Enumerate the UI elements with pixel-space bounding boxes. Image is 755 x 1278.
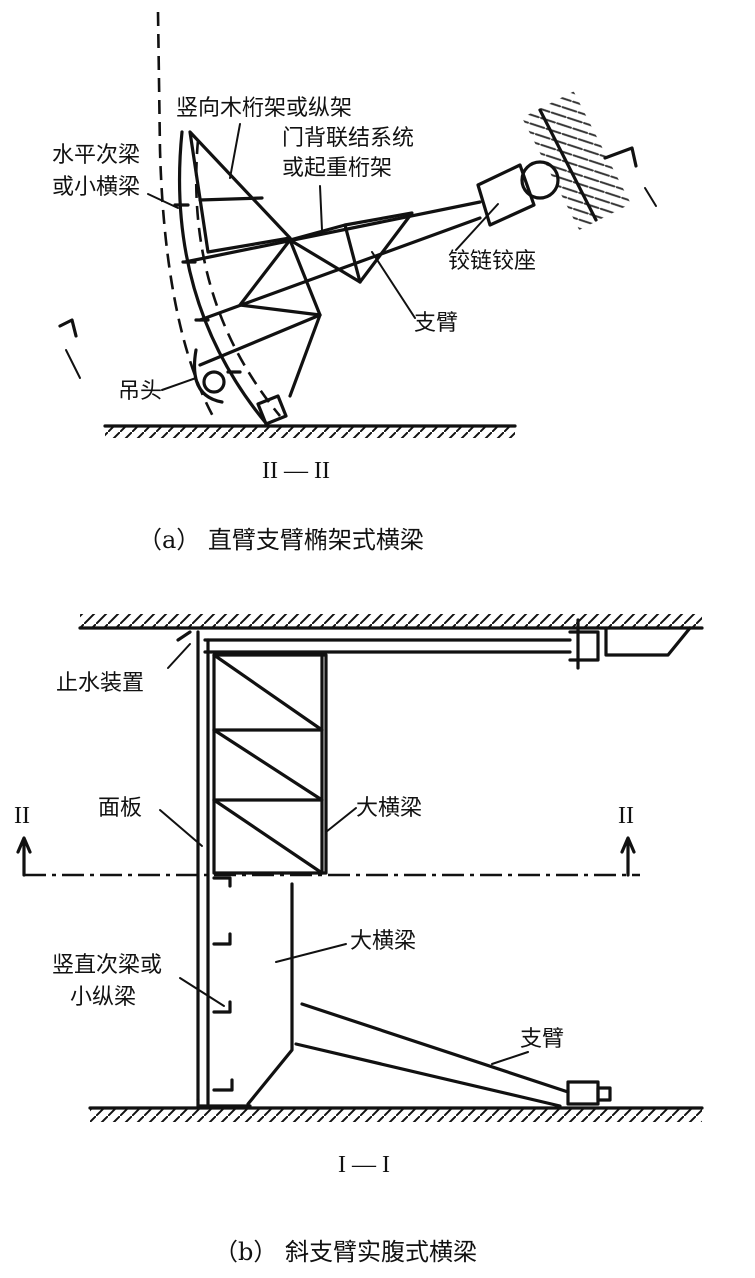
- section-label-a: II — II: [262, 458, 330, 484]
- straight-arm-a: [183, 163, 536, 322]
- label-door-back-2: 或起重桁架: [282, 156, 392, 181]
- label-arm-b: 支臂: [520, 1027, 564, 1052]
- label-door-back-1: 门背联结系统: [282, 126, 414, 151]
- label-vertical-beam-2: 小纵梁: [70, 985, 136, 1010]
- hinge-a: [520, 91, 631, 231]
- upper-truss-b: [212, 653, 328, 875]
- vertical-truss-a: [188, 130, 292, 254]
- label-horizontal-beam-1: 水平次梁: [52, 143, 140, 168]
- section-marker-right-a: [603, 146, 638, 168]
- diagram-a: 竖向木桁架或纵架 门背联结系统 或起重桁架 水平次梁 或小横梁 铰链铰座 支臂 …: [52, 11, 657, 554]
- vertical-secondary-hooks: [212, 876, 234, 1092]
- horizontal-beam-ticks: [173, 203, 210, 322]
- label-big-beam-upper: 大横梁: [356, 796, 422, 821]
- label-seal: 止水装置: [56, 671, 144, 696]
- label-vertical-beam-1: 竖直次梁或: [52, 953, 162, 978]
- label-big-beam-lower: 大横梁: [350, 929, 416, 954]
- face-plate-b: [196, 630, 252, 1108]
- ceiling-b: [78, 614, 704, 630]
- caption-a: （a） 直臂支臂椭架式横梁: [138, 526, 424, 554]
- lower-web-beam-b: [246, 882, 612, 1108]
- ground-a: [103, 424, 517, 438]
- section-mark-right-b: II: [618, 803, 634, 829]
- seal-corner-b: [176, 630, 192, 642]
- section-label-b: I — I: [338, 1152, 390, 1178]
- ground-b: [88, 1106, 704, 1122]
- top-arm-b: [203, 618, 692, 670]
- section-mark-left-b: II: [14, 803, 30, 829]
- lower-truss-a: [198, 211, 414, 398]
- label-arm-a: 支臂: [414, 311, 458, 336]
- label-vertical-truss: 竖向木桁架或纵架: [176, 96, 352, 121]
- diagram-b: 止水装置 面板 大横梁 大横梁 竖直次梁或 小纵梁 支臂 II II I — I…: [14, 614, 704, 1266]
- label-face-plate: 面板: [98, 796, 142, 821]
- label-horizontal-beam-2: 或小横梁: [52, 175, 140, 200]
- face-plate-outer: [177, 130, 267, 424]
- section-marker-left-a: [58, 318, 78, 338]
- label-lifting-head: 吊头: [118, 379, 162, 404]
- lifting-head-a: [192, 348, 226, 404]
- bottom-sill-a: [256, 394, 288, 426]
- caption-b: （b） 斜支臂实腹式横梁: [214, 1238, 477, 1266]
- label-hinge: 铰链铰座: [448, 249, 536, 274]
- axis-dashed-line: [156, 11, 217, 421]
